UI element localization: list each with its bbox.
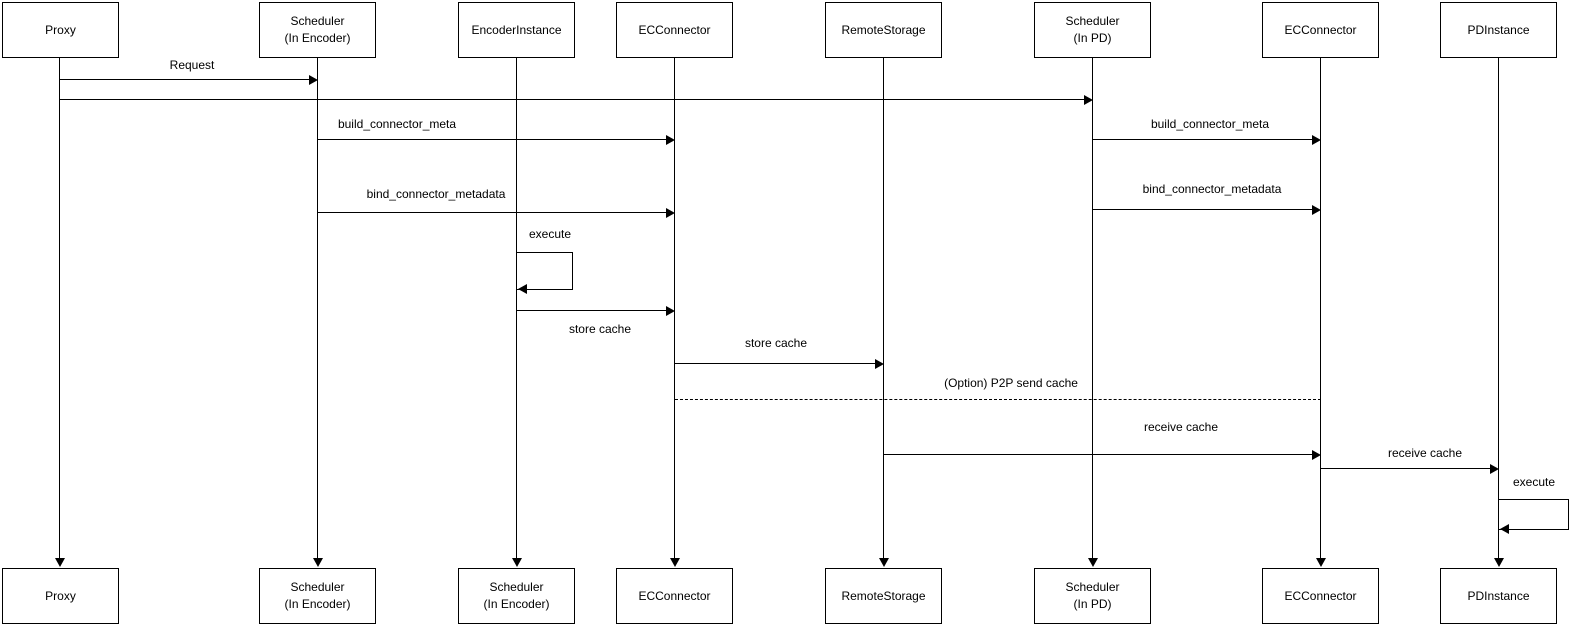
lifeline-encoderinstance <box>516 58 517 558</box>
lifeline-end-arrow-icon <box>670 558 680 567</box>
message-label-bind-connector-metadata-right: bind_connector_metadata <box>1140 182 1284 196</box>
lifeline-remotestorage <box>883 58 884 558</box>
actor-bottom-ecconnector-right: ECConnector <box>1262 568 1379 624</box>
message-label-receive-cache-2: receive cache <box>1385 446 1465 460</box>
actor-top-ecconnector-right: ECConnector <box>1262 2 1379 58</box>
lifeline-end-arrow-icon <box>55 558 65 567</box>
lifeline-proxy <box>59 58 60 558</box>
arrowhead-right-icon <box>1312 450 1321 460</box>
actor-label: PDInstance <box>1467 22 1530 37</box>
actor-bottom-remotestorage: RemoteStorage <box>825 568 942 624</box>
actor-label: ECConnector <box>1284 588 1357 603</box>
actor-sublabel: (In Encoder) <box>483 597 550 611</box>
arrowhead-right-icon <box>1312 205 1321 215</box>
actor-top-remotestorage: RemoteStorage <box>825 2 942 58</box>
actor-top-scheduler-encoder: Scheduler (In Encoder) <box>259 2 376 58</box>
arrowhead-left-icon <box>518 284 527 294</box>
message-line-bind-connector-metadata-left <box>318 212 666 213</box>
message-line-build-connector-meta-left <box>318 139 666 140</box>
message-line-store-cache-1 <box>517 310 666 311</box>
lifeline-end-arrow-icon <box>1316 558 1326 567</box>
actor-label: ECConnector <box>638 588 711 603</box>
arrowhead-right-icon <box>666 135 675 145</box>
message-label-store-cache-1: store cache <box>566 322 634 336</box>
message-line-store-cache-2 <box>675 363 875 364</box>
actor-label: Proxy <box>45 22 76 37</box>
actor-label: RemoteStorage <box>841 588 926 603</box>
message-label-execute-encoder: execute <box>526 227 574 241</box>
arrowhead-right-icon <box>1084 95 1093 105</box>
lifeline-scheduler-encoder <box>317 58 318 558</box>
lifeline-end-arrow-icon <box>879 558 889 567</box>
actor-bottom-scheduler-encoder: Scheduler (In Encoder) <box>259 568 376 624</box>
actor-label: Proxy <box>45 588 76 603</box>
lifeline-ecconnector-right <box>1320 58 1321 558</box>
message-line-receive-cache-2 <box>1321 468 1490 469</box>
actor-label: RemoteStorage <box>841 22 926 37</box>
message-line-p2p-send-cache <box>675 399 1321 400</box>
lifeline-end-arrow-icon <box>512 558 522 567</box>
actor-label: Scheduler <box>1065 14 1120 29</box>
message-selfloop-execute-encoder <box>517 252 573 290</box>
message-label-request: Request <box>167 58 217 72</box>
message-label-store-cache-2: store cache <box>742 336 810 350</box>
lifeline-end-arrow-icon <box>1494 558 1504 567</box>
arrowhead-right-icon <box>309 75 318 85</box>
actor-label: Scheduler <box>489 580 544 595</box>
lifeline-scheduler-pd <box>1092 58 1093 558</box>
actor-sublabel: (In Encoder) <box>284 597 351 611</box>
actor-bottom-ecconnector-left: ECConnector <box>616 568 733 624</box>
arrowhead-right-icon <box>666 208 675 218</box>
message-line-receive-cache-1 <box>884 454 1312 455</box>
actor-sublabel: (In PD) <box>1073 597 1112 611</box>
message-label-build-connector-meta-right: build_connector_meta <box>1148 117 1272 131</box>
actor-top-pdinstance: PDInstance <box>1440 2 1557 58</box>
actor-sublabel: (In PD) <box>1073 31 1112 45</box>
actor-label: Scheduler <box>290 14 345 29</box>
actor-top-scheduler-pd: Scheduler (In PD) <box>1034 2 1151 58</box>
actor-bottom-scheduler-pd: Scheduler (In PD) <box>1034 568 1151 624</box>
actor-label: Scheduler <box>290 580 345 595</box>
lifeline-pdinstance <box>1498 58 1499 558</box>
message-label-p2p-send-cache: (Option) P2P send cache <box>942 376 1080 390</box>
arrowhead-right-icon <box>875 359 884 369</box>
message-line-proxy-to-scheduler-pd <box>60 99 1084 100</box>
message-line-request <box>60 79 309 80</box>
actor-bottom-scheduler-encoder-2: Scheduler (In Encoder) <box>458 568 575 624</box>
actor-sublabel: (In Encoder) <box>284 31 351 45</box>
actor-label: PDInstance <box>1467 588 1530 603</box>
message-label-receive-cache-1: receive cache <box>1141 420 1221 434</box>
actor-label: ECConnector <box>1284 22 1357 37</box>
message-line-bind-connector-metadata-right <box>1093 209 1312 210</box>
message-selfloop-execute-pd <box>1499 499 1569 530</box>
actor-top-proxy: Proxy <box>2 2 119 58</box>
actor-bottom-proxy: Proxy <box>2 568 119 624</box>
actor-label: ECConnector <box>638 22 711 37</box>
message-line-build-connector-meta-right <box>1093 139 1312 140</box>
arrowhead-right-icon <box>1490 464 1499 474</box>
actor-top-encoderinstance: EncoderInstance <box>458 2 575 58</box>
arrowhead-left-icon <box>1500 524 1509 534</box>
actor-top-ecconnector-left: ECConnector <box>616 2 733 58</box>
message-label-build-connector-meta-left: build_connector_meta <box>335 117 459 131</box>
message-label-execute-pd: execute <box>1510 475 1558 489</box>
arrowhead-right-icon <box>1312 135 1321 145</box>
actor-bottom-pdinstance: PDInstance <box>1440 568 1557 624</box>
actor-label: Scheduler <box>1065 580 1120 595</box>
arrowhead-right-icon <box>666 306 675 316</box>
actor-label: EncoderInstance <box>471 22 562 37</box>
message-label-bind-connector-metadata-left: bind_connector_metadata <box>364 187 508 201</box>
lifeline-end-arrow-icon <box>313 558 323 567</box>
lifeline-end-arrow-icon <box>1088 558 1098 567</box>
